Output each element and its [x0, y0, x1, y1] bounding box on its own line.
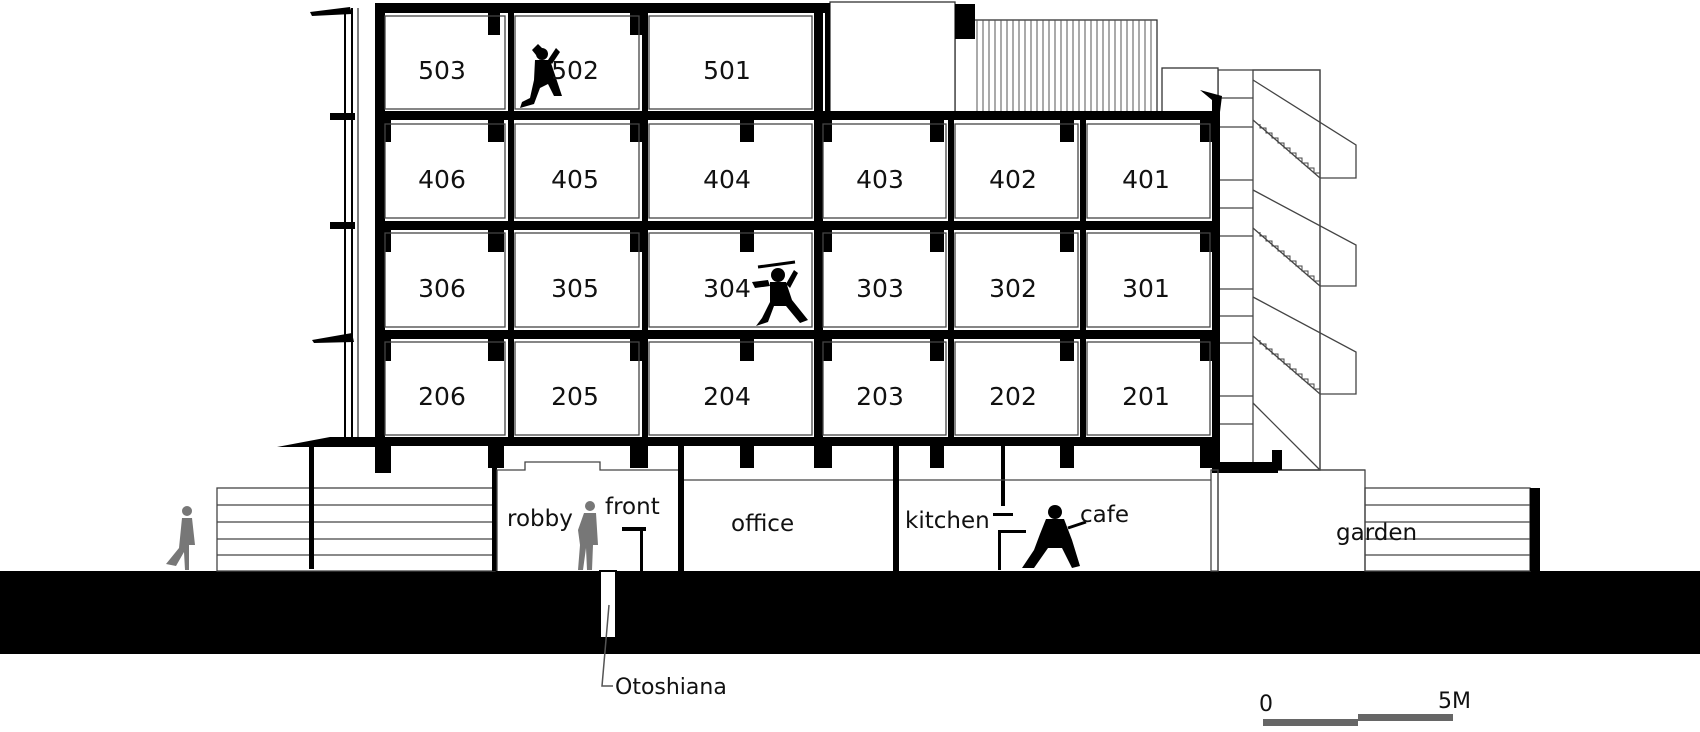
room-label: 201 — [1122, 382, 1170, 411]
scale-end-label: 5M — [1438, 689, 1471, 714]
floor-5-rooms: 503 502 501 — [418, 56, 751, 85]
ninja-jumping-figure — [520, 44, 562, 108]
ninja-sword-figure — [752, 260, 808, 326]
front-desk — [622, 527, 646, 531]
garden-wall-post — [1530, 488, 1540, 571]
room-outlines — [384, 15, 1211, 436]
ground-floor-outlines — [496, 461, 1219, 572]
floor-4-rooms: 406 405 404 403 402 401 — [418, 165, 1170, 194]
room-label: 404 — [703, 165, 751, 194]
room-label: 202 — [989, 382, 1037, 411]
room-label: 302 — [989, 274, 1037, 303]
ninja-crouching-figure — [1022, 505, 1087, 568]
scale-bar-segment — [1358, 714, 1453, 721]
front-desk-leg — [640, 531, 643, 571]
room-label: 501 — [703, 56, 751, 85]
scale-bar: 0 5M — [1259, 689, 1471, 726]
room-label: 205 — [551, 382, 599, 411]
room-label: 306 — [418, 274, 466, 303]
balcony-slabs — [277, 7, 375, 447]
room-label: 304 — [703, 274, 751, 303]
robby-label: robby — [507, 506, 573, 532]
scale-start-label: 0 — [1259, 692, 1273, 717]
room-label: 301 — [1122, 274, 1170, 303]
left-fence — [216, 487, 496, 572]
roof-parapet — [955, 4, 975, 39]
floor-2-rooms: 206 205 204 203 202 201 — [418, 382, 1170, 411]
otoshiana-pit — [599, 570, 617, 639]
otoshiana-label: Otoshiana — [615, 675, 727, 700]
scale-bar-segment — [1263, 719, 1358, 726]
floor-3-rooms: 306 305 304 303 302 301 — [418, 274, 1170, 303]
stair-treads — [1259, 124, 1320, 390]
roof-stair-cover — [829, 1, 956, 116]
office-label: office — [731, 511, 794, 537]
room-label: 402 — [989, 165, 1037, 194]
room-label: 405 — [551, 165, 599, 194]
kitchen-counter — [993, 513, 1026, 570]
stair-roof-eave — [1200, 90, 1222, 112]
room-label: 303 — [856, 274, 904, 303]
garden-label: garden — [1336, 520, 1417, 546]
ground-slab — [0, 571, 1700, 654]
pedestrian-figure — [166, 506, 195, 570]
room-label: 203 — [856, 382, 904, 411]
cafe-label: cafe — [1080, 502, 1129, 528]
roof-screen-louvres — [976, 20, 1152, 113]
stair-newel — [1272, 450, 1282, 470]
room-label: 503 — [418, 56, 466, 85]
roof-screen-base — [1161, 67, 1219, 114]
room-label: 401 — [1122, 165, 1170, 194]
room-label: 305 — [551, 274, 599, 303]
room-label: 502 — [551, 56, 599, 85]
receptionist-figure — [578, 501, 598, 570]
room-label: 206 — [418, 382, 466, 411]
room-label: 204 — [703, 382, 751, 411]
room-label: 403 — [856, 165, 904, 194]
canopy-column — [309, 447, 314, 569]
otoshiana-leader-line — [601, 604, 613, 687]
room-label: 406 — [418, 165, 466, 194]
front-label: front — [605, 494, 660, 520]
structural-frame — [375, 3, 1272, 571]
kitchen-label: kitchen — [905, 508, 990, 534]
stair-tower — [1217, 69, 1365, 471]
